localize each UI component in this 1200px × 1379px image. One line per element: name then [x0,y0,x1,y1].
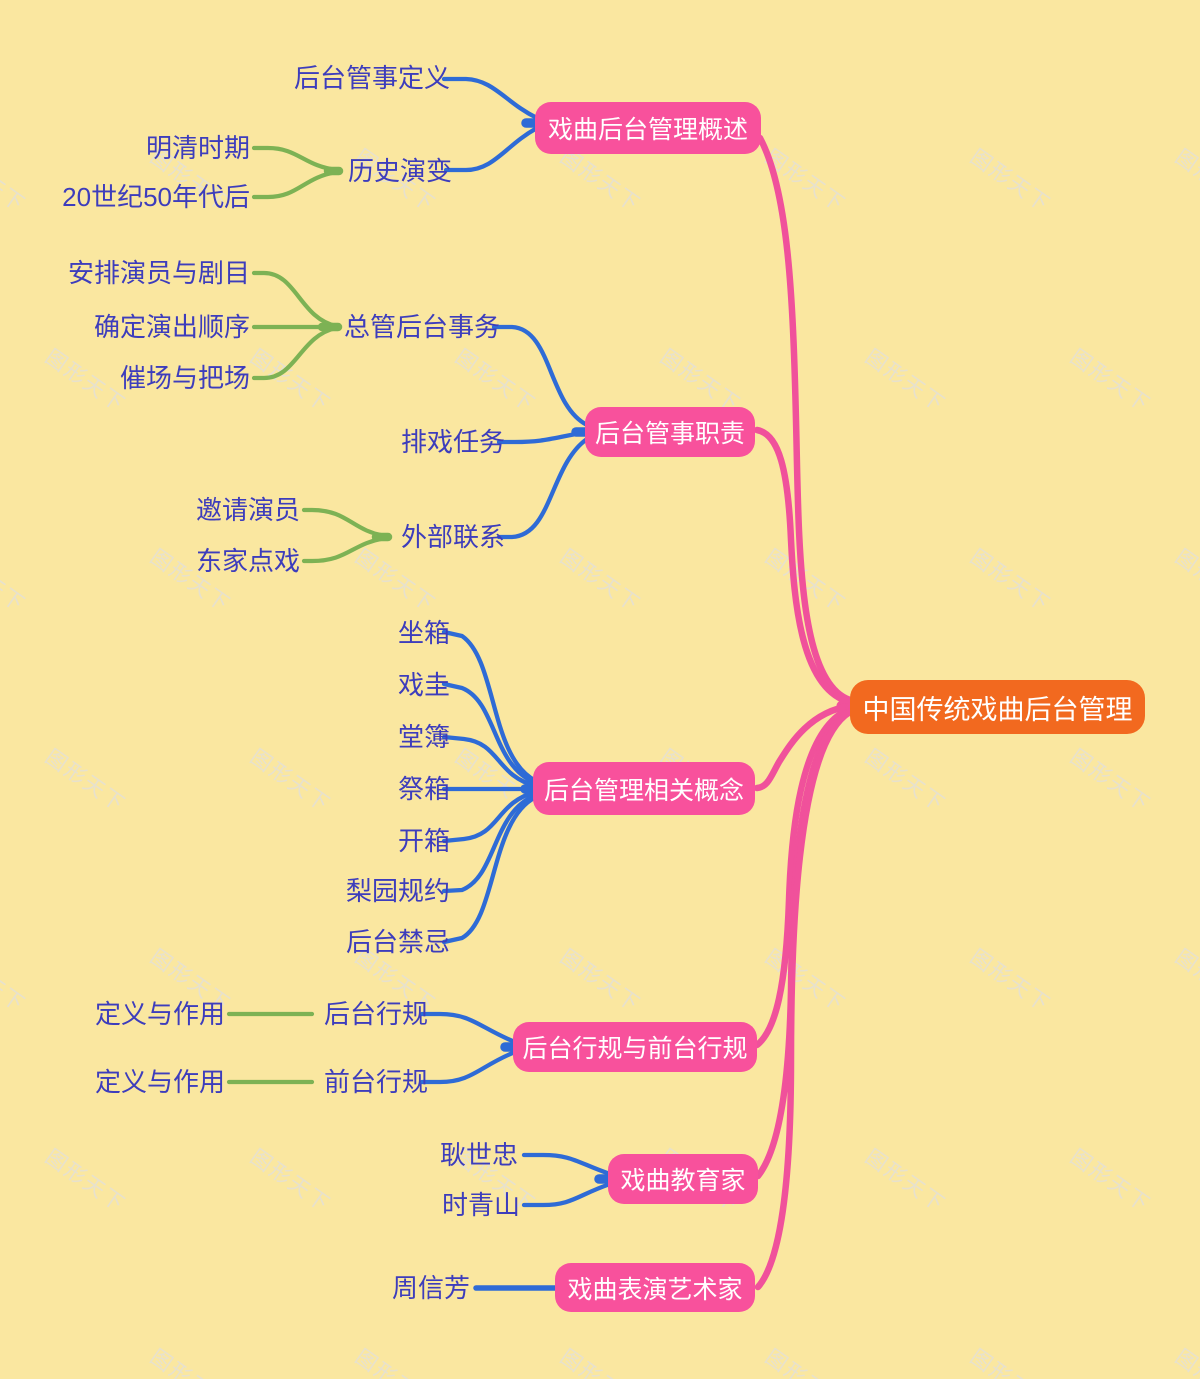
subtopic-shiqingshan[interactable]: 时青山 [441,1190,520,1220]
edge-zuoxiang [441,629,539,784]
edge-invite [301,507,389,539]
leaf-invite[interactable]: 邀请演员 [195,495,300,525]
branch-rules [753,705,854,1049]
edge-1950s [251,169,340,200]
topic-concepts[interactable]: 后台管理相关概念 [533,762,755,815]
topic-performers[interactable]: 戏曲表演艺术家 [555,1263,755,1312]
root-topic[interactable]: 中国传统戏曲后台管理 [850,680,1145,734]
leaf-arrange[interactable]: 安排演员与剧目 [67,258,250,288]
edge-shiqingshan [521,1181,613,1208]
subtopic-jinji[interactable]: 后台禁忌 [345,927,450,957]
subtopic-liyuan[interactable]: 梨园规约 [345,876,450,906]
subtopic-gengshizhong[interactable]: 耿世忠 [439,1140,518,1170]
subtopic-definition[interactable]: 后台管事定义 [293,63,450,93]
subtopic-xigui[interactable]: 戏圭 [397,670,450,700]
edge-jinji [441,794,539,945]
edge-external [496,436,590,540]
leaf-definition-a[interactable]: 定义与作用 [94,999,225,1029]
subtopic-tangbu[interactable]: 堂簿 [397,722,450,752]
subtopic-zhouxinfang[interactable]: 周信芳 [391,1273,470,1303]
edge-arrange [251,270,339,329]
sub-branches [419,76,616,1291]
edge-backstage-rules [419,1011,518,1045]
main-branches [753,134,857,1291]
edge-liyuan [441,792,539,894]
leaf-order[interactable]: 确定演出顺序 [93,312,250,342]
subtopic-rehearsal[interactable]: 排戏任务 [400,427,505,457]
edge-tangbu [441,734,539,789]
edge-rehearsal [496,429,590,445]
subtopic-history[interactable]: 历史演变 [347,156,452,186]
topic-overview[interactable]: 戏曲后台管理概述 [535,102,761,154]
subtopic-kaixiang[interactable]: 开箱 [397,826,450,856]
leaf-1950s[interactable]: 20世纪50年代后 [62,182,250,212]
edge-history [443,125,540,173]
edge-manage-affairs [491,324,590,428]
edge-kaixiang [441,789,539,844]
topic-rules[interactable]: 后台行规与前台行规 [513,1022,757,1072]
leaf-branches [226,145,393,1085]
branch-performers [754,708,854,1291]
edge-definition [441,76,540,121]
subtopic-frontstage-rules[interactable]: 前台行规 [323,1067,428,1097]
subtopic-backstage-rules[interactable]: 后台行规 [323,999,428,1029]
edge-frontstage-rules [419,1049,518,1085]
topic-educators[interactable]: 戏曲教育家 [608,1154,758,1204]
edge-gengshizhong [521,1152,613,1177]
leaf-definition-b[interactable]: 定义与作用 [94,1067,225,1097]
subtopic-zuoxiang[interactable]: 坐箱 [397,618,450,648]
branch-concepts [753,702,854,792]
subtopic-manage-affairs[interactable]: 总管后台事务 [343,312,500,342]
edge-dongjia [301,535,389,564]
leaf-urge[interactable]: 催场与把场 [119,363,250,393]
subtopic-jixiang[interactable]: 祭箱 [397,774,450,804]
leaf-mingqing[interactable]: 明清时期 [145,133,250,163]
edge-xigui [441,681,539,786]
subtopic-external[interactable]: 外部联系 [400,522,505,552]
branch-duties [753,426,854,706]
edge-mingqing [251,145,340,173]
branch-overview [756,134,854,704]
topic-duties[interactable]: 后台管事职责 [585,407,755,457]
leaf-dongjia[interactable]: 东家点戏 [195,546,300,576]
edge-urge [251,325,339,381]
